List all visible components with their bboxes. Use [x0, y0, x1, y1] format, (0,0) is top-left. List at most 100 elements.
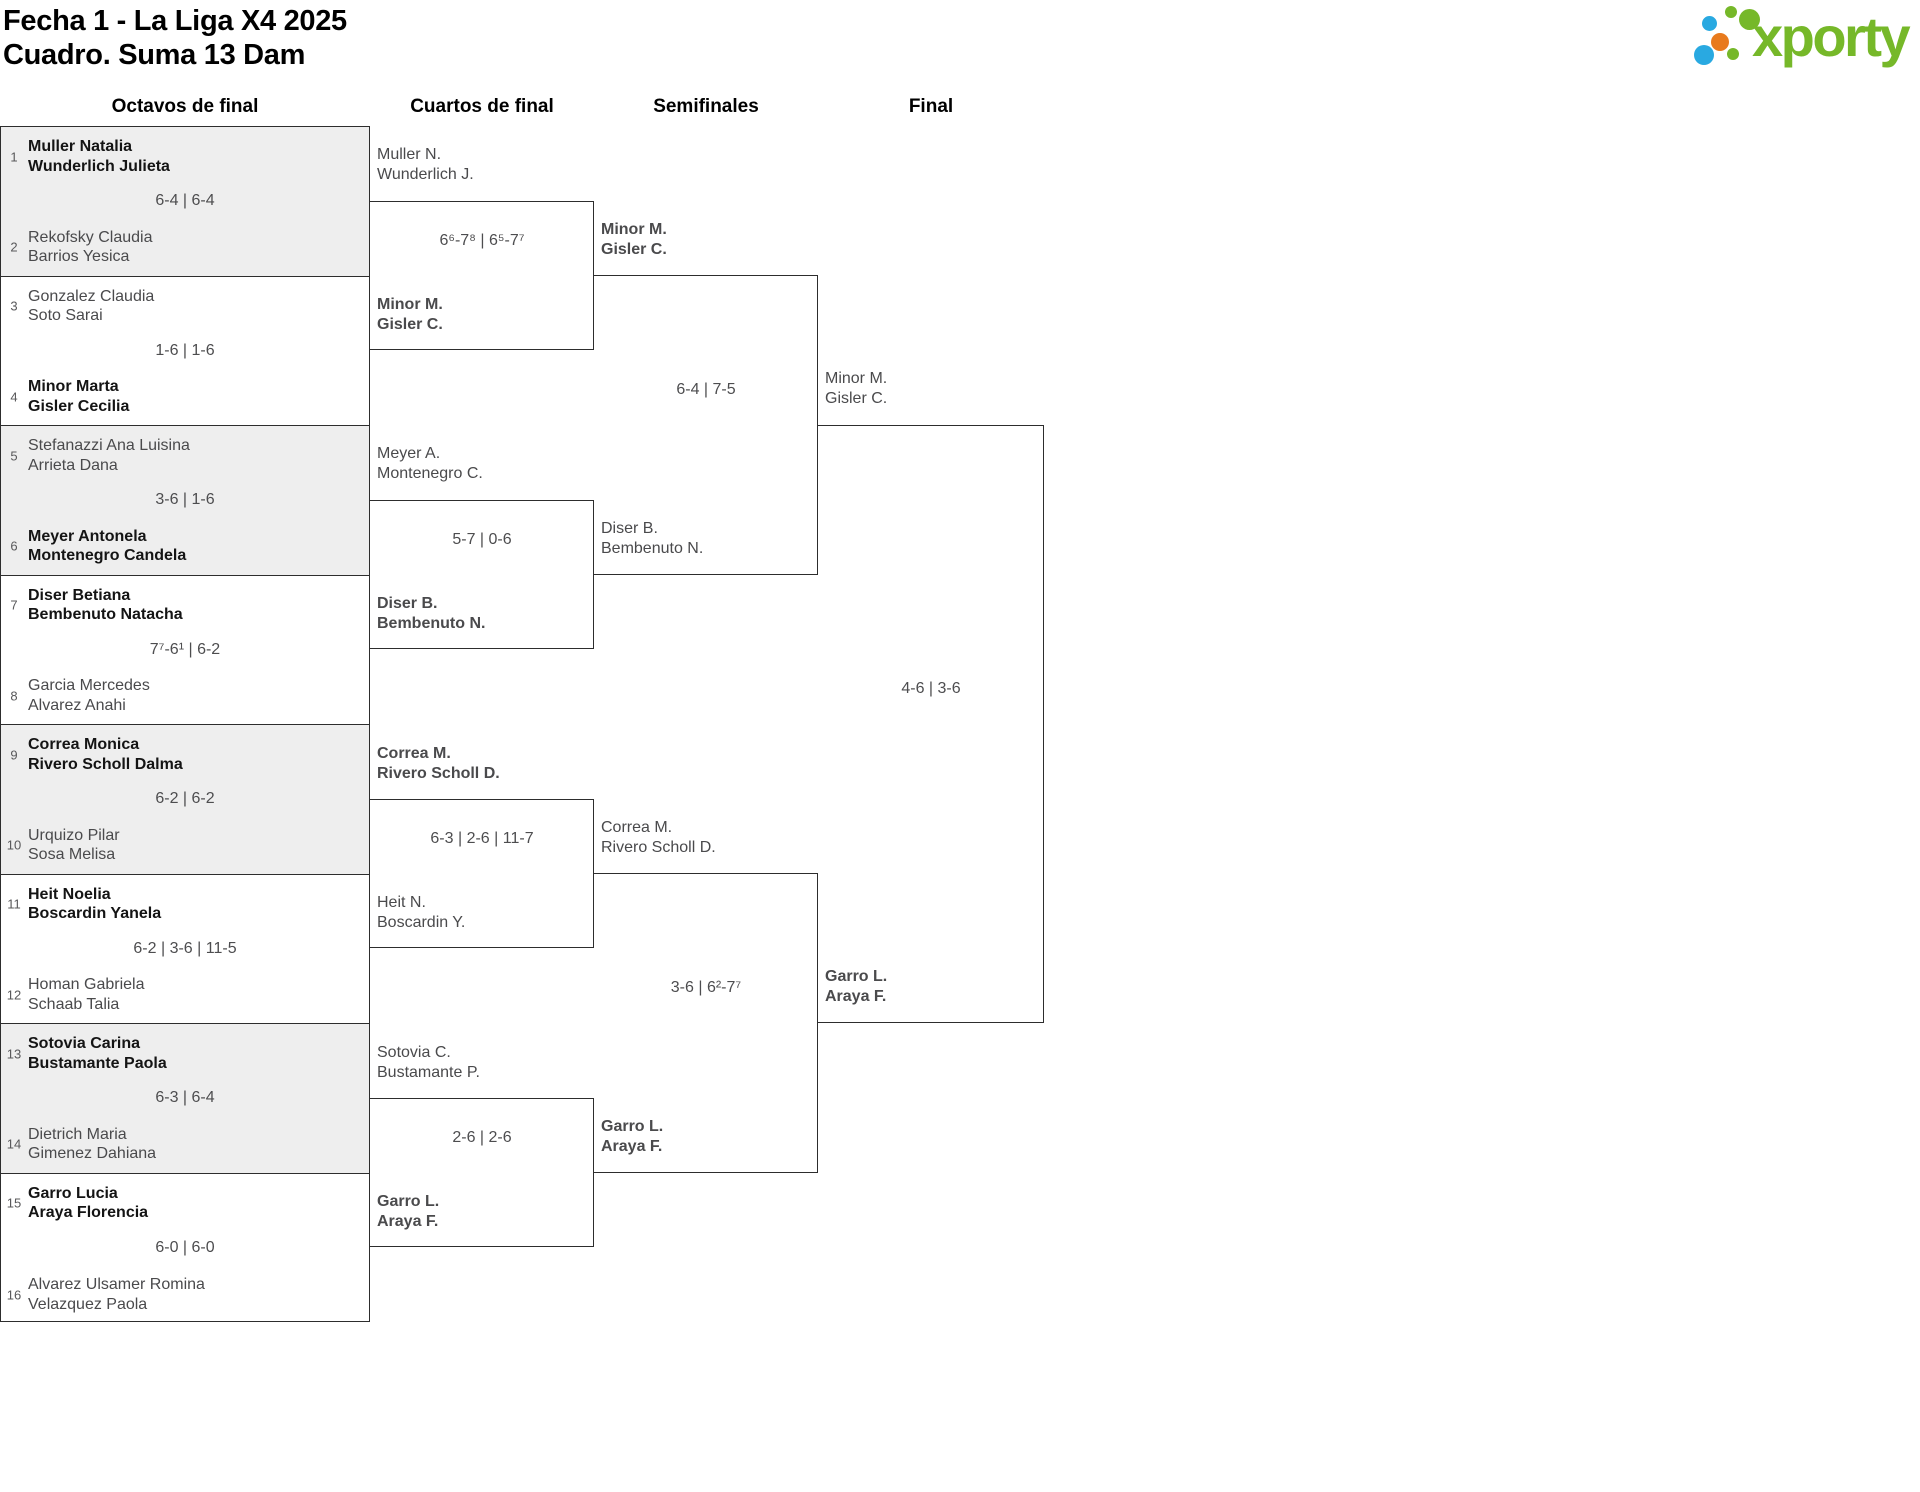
- match-score: 6⁶-7⁸ | 6⁵-7⁷: [439, 232, 525, 249]
- brand-name: xporty: [1752, 5, 1911, 68]
- entrant-label[interactable]: Correa M. Rivero Scholl D.: [601, 818, 716, 857]
- player-name: Diser B.: [601, 520, 658, 537]
- entrant-label[interactable]: Meyer A. Montenegro C.: [377, 444, 483, 483]
- logo-dot-blue-bottom: [1694, 45, 1714, 65]
- player-name: Urquizo Pilar: [28, 826, 120, 844]
- entrant-label[interactable]: Heit N. Boscardin Y.: [377, 893, 465, 932]
- player-name: Alvarez Anahi: [28, 696, 126, 714]
- player-name: Araya F.: [601, 1137, 663, 1155]
- player-name: Bembenuto N.: [601, 539, 704, 557]
- seed-number: 5: [10, 447, 18, 463]
- match-score: 4-6 | 3-6: [901, 680, 961, 697]
- r16-match-2: 3 Gonzalez Claudia Soto Sarai 1-6 | 1-6 …: [1, 277, 369, 426]
- page-title: Fecha 1 - La Liga X4 2025 Cuadro. Suma 1…: [3, 4, 347, 72]
- player-name: Dietrich Maria: [28, 1125, 127, 1143]
- entrant-label[interactable]: Minor M. Gisler C.: [601, 220, 667, 259]
- r16-match-4: 7 Diser Betiana Bembenuto Natacha 7⁷-6¹ …: [1, 576, 369, 725]
- seed-number: 9: [10, 746, 18, 762]
- seed-number: 16: [6, 1286, 22, 1302]
- player-name: Garro L.: [825, 968, 888, 985]
- team-pair[interactable]: 1 Muller Natalia Wunderlich Julieta: [10, 137, 365, 176]
- team-pair[interactable]: 6 Meyer Antonela Montenegro Candela: [10, 527, 365, 566]
- entrant-label[interactable]: Minor M. Gisler C.: [377, 295, 443, 334]
- team-pair[interactable]: 14 Dietrich Maria Gimenez Dahiana: [7, 1125, 365, 1164]
- entrant-label[interactable]: Muller N. Wunderlich J.: [377, 145, 474, 184]
- match-score: 6-0 | 6-0: [155, 1239, 215, 1257]
- player-name: Bustamante P.: [377, 1063, 480, 1081]
- player-name: Correa M.: [377, 745, 451, 762]
- player-name: Garro Lucia: [28, 1184, 118, 1202]
- player-name: Arrieta Dana: [28, 456, 118, 474]
- player-name: Barrios Yesica: [28, 248, 130, 265]
- seed-number: 12: [6, 986, 22, 1002]
- player-name: Velazquez Paola: [28, 1295, 148, 1313]
- player-name: Boscardin Yanela: [28, 905, 162, 922]
- entrant-label[interactable]: Garro L. Araya F.: [377, 1192, 439, 1231]
- r16-match-5: 9 Correa Monica Rivero Scholl Dalma 6-2 …: [1, 725, 369, 875]
- player-name: Minor Marta: [28, 378, 119, 395]
- player-name: Gisler C.: [825, 389, 888, 407]
- player-name: Bembenuto N.: [377, 614, 486, 632]
- match-score: 6-2 | 6-2: [155, 790, 215, 808]
- player-name: Boscardin Y.: [377, 913, 466, 931]
- player-name: Stefanazzi Ana Luisina: [28, 437, 190, 454]
- entrant-label[interactable]: Minor M. Gisler C.: [825, 369, 887, 408]
- player-name: Muller N.: [377, 146, 442, 163]
- player-name: Garro L.: [377, 1193, 440, 1210]
- player-name: Garro L.: [601, 1118, 664, 1135]
- player-name: Meyer A.: [377, 445, 441, 462]
- entrant-label[interactable]: Garro L. Araya F.: [825, 967, 887, 1006]
- player-name: Araya Florencia: [28, 1204, 149, 1221]
- team-pair[interactable]: 16 Alvarez Ulsamer Romina Velazquez Paol…: [7, 1275, 365, 1314]
- team-pair[interactable]: 2 Rekofsky Claudia Barrios Yesica: [10, 228, 365, 267]
- player-name: Minor M.: [601, 221, 667, 238]
- team-pair[interactable]: 5 Stefanazzi Ana Luisina Arrieta Dana: [10, 436, 365, 475]
- seed-number: 11: [7, 896, 21, 912]
- player-name: Correa Monica: [28, 736, 140, 753]
- player-name: Correa M.: [601, 819, 673, 836]
- seed-number: 7: [10, 597, 18, 613]
- match-score: 7⁷-6¹ | 6-2: [149, 640, 221, 658]
- team-pair[interactable]: 4 Minor Marta Gisler Cecilia: [10, 377, 365, 416]
- team-pair[interactable]: 12 Homan Gabriela Schaab Talia: [7, 975, 365, 1014]
- match-score: 5-7 | 0-6: [452, 531, 512, 548]
- team-pair[interactable]: 13 Sotovia Carina Bustamante Paola: [7, 1034, 365, 1073]
- tournament-title: Fecha 1 - La Liga X4 2025: [3, 5, 347, 37]
- team-pair[interactable]: 9 Correa Monica Rivero Scholl Dalma: [10, 735, 365, 774]
- player-name: Heit Noelia: [28, 885, 111, 903]
- player-name: Wunderlich Julieta: [28, 157, 170, 175]
- seed-number: 6: [10, 538, 18, 554]
- team-pair[interactable]: 10 Urquizo Pilar Sosa Melisa: [7, 826, 365, 865]
- team-pair[interactable]: 7 Diser Betiana Bembenuto Natacha: [10, 586, 365, 625]
- player-name: Araya F.: [825, 987, 887, 1005]
- player-name: Minor M.: [825, 370, 888, 387]
- match-score: 6-2 | 3-6 | 11-5: [133, 939, 237, 957]
- player-name: Sosa Melisa: [28, 846, 116, 863]
- team-pair[interactable]: 8 Garcia Mercedes Alvarez Anahi: [10, 676, 365, 715]
- player-name: Gonzalez Claudia: [28, 287, 155, 305]
- team-pair[interactable]: 11 Heit Noelia Boscardin Yanela: [7, 885, 365, 924]
- player-name: Gisler Cecilia: [28, 397, 130, 415]
- entrant-label[interactable]: Sotovia C. Bustamante P.: [377, 1043, 480, 1082]
- seed-number: 13: [6, 1045, 22, 1061]
- player-name: Gisler C.: [377, 315, 443, 333]
- seed-number: 1: [10, 148, 18, 164]
- player-name: Sotovia C.: [377, 1044, 451, 1061]
- entrant-label[interactable]: Correa M. Rivero Scholl D.: [377, 744, 500, 783]
- round-header-semifinales: Semifinales: [653, 96, 759, 117]
- player-name: Araya F.: [377, 1212, 439, 1230]
- match-score: 1-6 | 1-6: [155, 341, 215, 359]
- entrant-label[interactable]: Garro L. Araya F.: [601, 1117, 663, 1156]
- player-name: Heit N.: [377, 894, 426, 911]
- entrant-label[interactable]: Diser B. Bembenuto N.: [377, 594, 485, 633]
- qf-match-box-2: [370, 500, 594, 649]
- player-name: Meyer Antonela: [28, 527, 147, 545]
- player-name: Homan Gabriela: [28, 976, 145, 993]
- match-score: 6-3 | 6-4: [155, 1089, 215, 1107]
- player-name: Rekofsky Claudia: [28, 228, 153, 246]
- brand-logo[interactable]: xporty: [1690, 2, 1920, 86]
- team-pair[interactable]: 3 Gonzalez Claudia Soto Sarai: [10, 287, 365, 326]
- team-pair[interactable]: 15 Garro Lucia Araya Florencia: [7, 1184, 365, 1223]
- entrant-label[interactable]: Diser B. Bembenuto N.: [601, 519, 703, 558]
